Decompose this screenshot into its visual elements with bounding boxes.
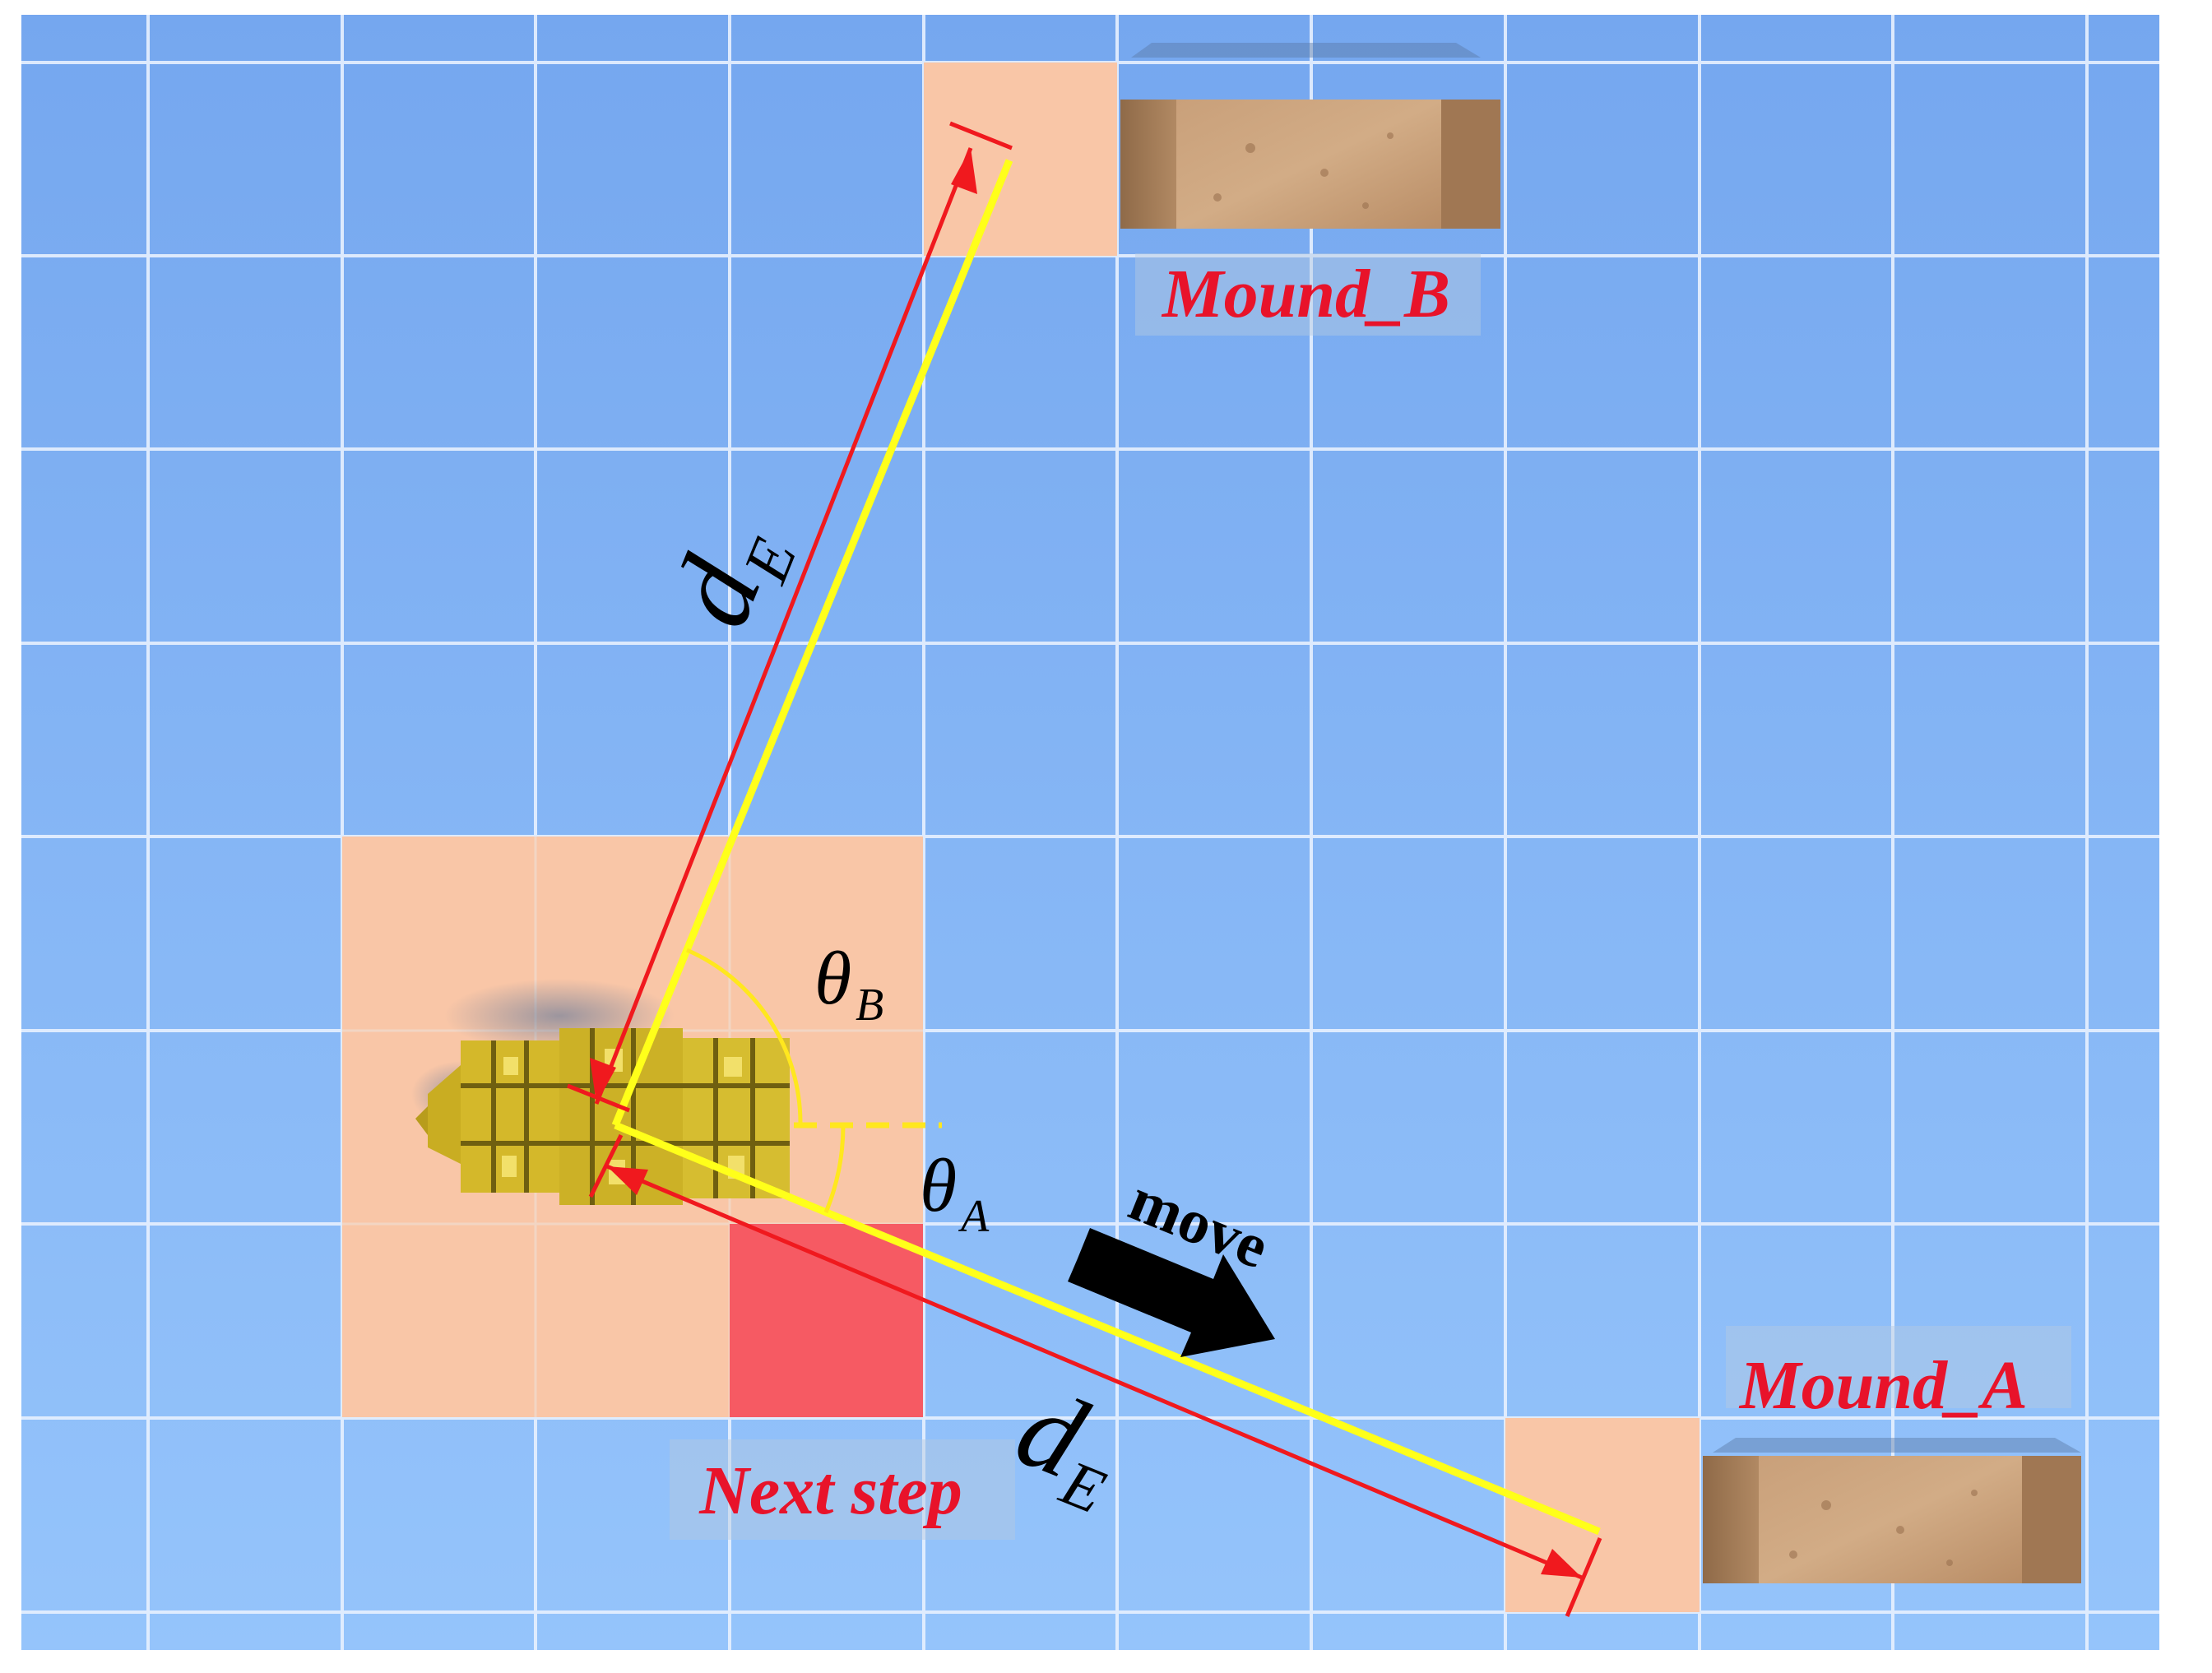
- mound-b-label: Mound_B: [1161, 256, 1450, 332]
- distance-arrow-a: [588, 1133, 1602, 1617]
- svg-text:B: B: [856, 980, 883, 1031]
- next-step-label: Next step: [698, 1453, 962, 1529]
- floor-grid: [21, 15, 2159, 1650]
- distance-arrow-b: [567, 121, 1013, 1113]
- angle-a-label: θ A: [920, 1143, 990, 1242]
- mound-b-target-cell: [924, 63, 1117, 256]
- svg-text:A: A: [958, 1191, 990, 1242]
- mound-b: [924, 43, 1500, 256]
- svg-text:θ: θ: [814, 936, 851, 1020]
- angle-b-arc: [685, 948, 803, 1124]
- angle-vectors: [611, 159, 1601, 1536]
- angle-b-label: θ B: [814, 936, 883, 1031]
- next-step-cell: [730, 1224, 923, 1417]
- mound-a-label: Mound_A: [1738, 1347, 2028, 1424]
- mound-a: [1505, 1418, 2081, 1612]
- move-direction-arrow-icon: [1068, 1228, 1275, 1357]
- mound-a-target-cell: [1505, 1418, 1700, 1612]
- svg-text:θ: θ: [920, 1143, 957, 1227]
- angle-a-arc: [823, 1124, 846, 1213]
